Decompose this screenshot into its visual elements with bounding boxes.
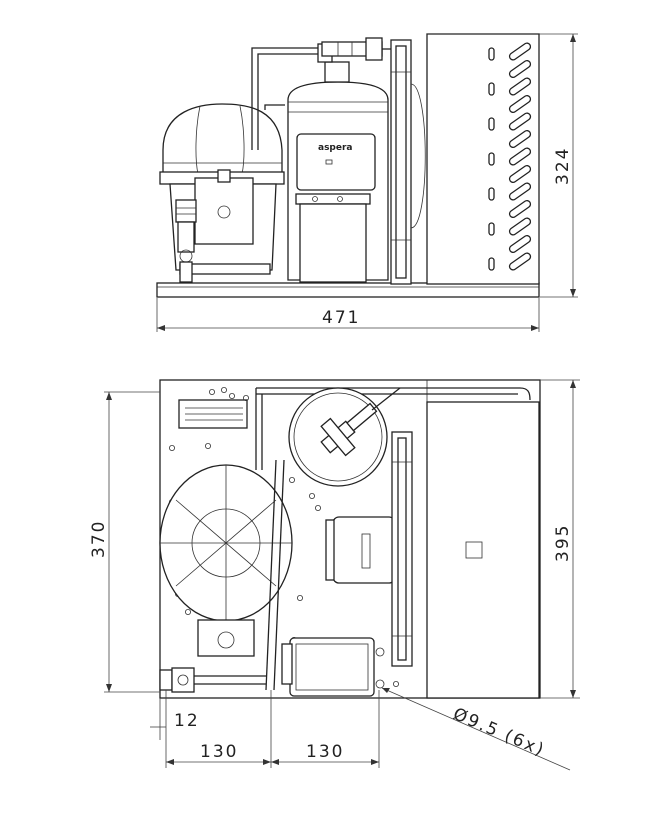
- plan-view: 370 395 12 130 1: [89, 379, 580, 771]
- plan-pipe: [256, 387, 531, 401]
- dimension-370-label: 370: [89, 520, 109, 558]
- base-plate: [156, 282, 540, 298]
- dimension-width: 471: [156, 298, 540, 332]
- dimension-324-label: 324: [553, 147, 573, 185]
- top-valve: [321, 37, 398, 61]
- plan-service-valve: [159, 667, 266, 693]
- condenser-fins: [488, 42, 532, 271]
- fan-guard: [390, 39, 426, 285]
- dimension-395-label: 395: [553, 524, 573, 562]
- receiver-top: [288, 387, 401, 487]
- front-view: aspera: [156, 33, 578, 332]
- brand-label: aspera: [318, 143, 353, 153]
- dimension-130-right-label: 130: [306, 742, 344, 762]
- compressor-top: [159, 464, 293, 657]
- dimension-spacing: 130 130: [165, 690, 380, 768]
- fan-motor: [325, 516, 396, 584]
- hole-callout: Ø9.5 (6x): [381, 687, 571, 771]
- dimension-depth-left: 370: [89, 391, 160, 693]
- dimension-depth-right: 395: [540, 379, 580, 699]
- receiver-tank: aspera: [287, 43, 389, 283]
- dimension-height: 324: [540, 33, 578, 298]
- nameplate: [178, 399, 248, 429]
- dimension-offset: 12: [150, 690, 200, 740]
- hole-callout-label: Ø9.5 (6x): [450, 704, 548, 761]
- dimension-130-left-label: 130: [200, 742, 238, 762]
- compressor: [159, 103, 285, 283]
- dimension-12-label: 12: [174, 711, 200, 731]
- plan-fan-guard: [391, 431, 413, 667]
- pressure-switch: [281, 637, 385, 697]
- dimension-471-label: 471: [322, 308, 360, 328]
- suction-pipe: [251, 47, 318, 150]
- plan-condenser: [426, 401, 540, 699]
